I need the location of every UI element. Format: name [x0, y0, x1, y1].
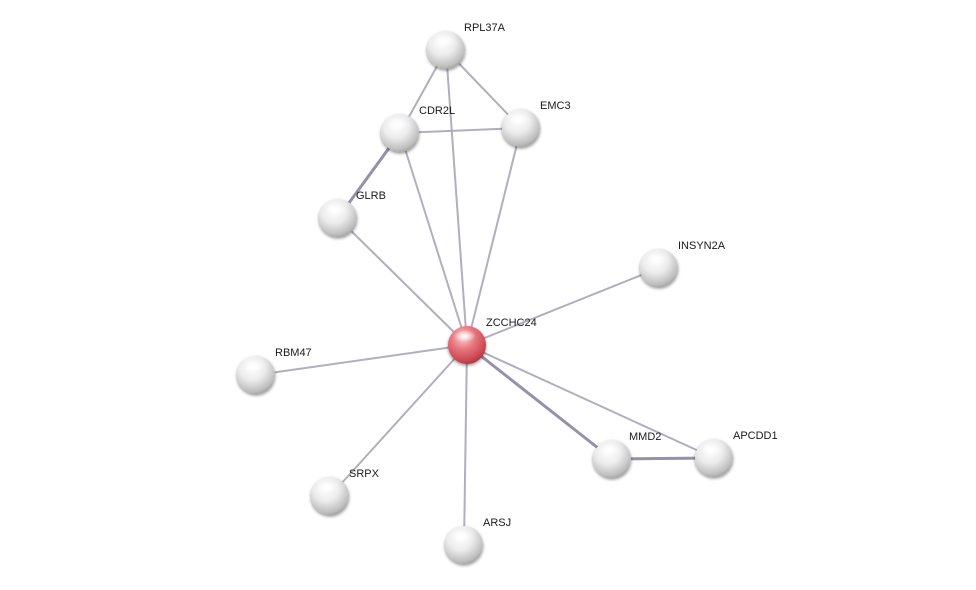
edge-rpl37a-zcchc24[interactable]: [445, 49, 468, 346]
node-rbm47[interactable]: RBM47: [237, 347, 312, 394]
edge-srpx-zcchc24[interactable]: [329, 344, 468, 497]
edge-cdr2l-zcchc24[interactable]: [399, 132, 468, 346]
node-rpl37a[interactable]: RPL37A: [427, 22, 506, 69]
node-label: MMD2: [629, 431, 661, 443]
node-label: GLRB: [356, 190, 386, 202]
node-highlight: [317, 481, 339, 493]
node-highlight: [433, 35, 455, 47]
node-label: ZCCHC24: [486, 317, 537, 329]
node-label: RBM47: [275, 347, 312, 359]
node-emc3[interactable]: EMC3: [502, 100, 571, 147]
node-highlight: [701, 443, 723, 455]
node-zcchc24[interactable]: ZCCHC24: [448, 317, 537, 364]
node-glrb[interactable]: GLRB: [319, 190, 386, 237]
node-label: RPL37A: [464, 22, 506, 34]
edge-emc3-zcchc24[interactable]: [466, 127, 522, 346]
node-highlight: [454, 330, 476, 342]
edge-apcdd1-zcchc24[interactable]: [466, 344, 715, 459]
node-label: ARSJ: [483, 517, 511, 529]
edge-mmd2-zcchc24[interactable]: [465, 343, 614, 461]
node-srpx[interactable]: SRPX: [311, 468, 380, 515]
node-highlight: [387, 118, 409, 130]
node-arsj[interactable]: ARSJ: [445, 517, 511, 564]
node-highlight: [508, 113, 530, 125]
edge-rbm47-zcchc24[interactable]: [255, 344, 468, 376]
node-highlight: [325, 203, 347, 215]
node-highlight: [243, 360, 265, 372]
node-highlight: [599, 444, 621, 456]
node-label: INSYN2A: [678, 240, 726, 252]
node-cdr2l[interactable]: CDR2L: [381, 105, 455, 152]
edges-layer: [255, 49, 716, 546]
node-highlight: [451, 530, 473, 542]
node-apcdd1[interactable]: APCDD1: [695, 430, 778, 477]
node-insyn2a[interactable]: INSYN2A: [640, 240, 726, 287]
node-label: SRPX: [349, 468, 380, 480]
node-highlight: [646, 253, 668, 265]
edge-insyn2a-zcchc24[interactable]: [466, 267, 660, 346]
edge-glrb-zcchc24[interactable]: [337, 217, 468, 346]
node-mmd2[interactable]: MMD2: [593, 431, 661, 478]
node-label: EMC3: [540, 100, 571, 112]
edge-cdr2l-emc3[interactable]: [399, 127, 522, 134]
node-label: CDR2L: [419, 105, 455, 117]
edge-arsj-zcchc24[interactable]: [463, 344, 468, 546]
node-label: APCDD1: [733, 430, 778, 442]
